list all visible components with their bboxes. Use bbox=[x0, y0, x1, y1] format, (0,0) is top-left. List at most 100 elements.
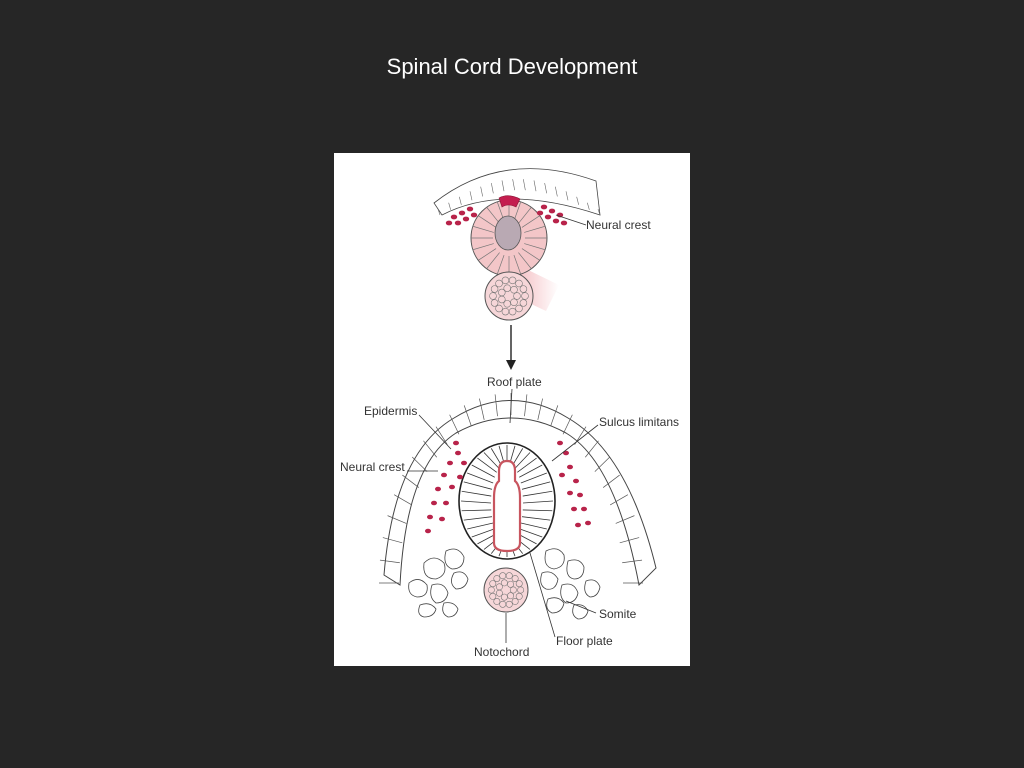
label-neural-crest-bottom: Neural crest bbox=[340, 460, 405, 474]
epidermis-cell-line bbox=[469, 191, 473, 201]
epidermis-cell-line bbox=[379, 559, 400, 564]
crest-cell bbox=[455, 450, 461, 456]
tube-wall-cell bbox=[517, 457, 537, 473]
crest-cell bbox=[544, 214, 552, 220]
label-neural-crest-top: Neural crest bbox=[586, 218, 651, 232]
epidermis-cell-line bbox=[609, 494, 629, 506]
epidermis-cell-line bbox=[479, 398, 485, 420]
tube-wall-cell bbox=[471, 528, 495, 538]
notochord-cells-top bbox=[489, 276, 529, 316]
tube-cell-line bbox=[518, 252, 532, 269]
crest-cell bbox=[457, 474, 463, 480]
tube-cell-line bbox=[524, 243, 546, 251]
notochord-cell bbox=[487, 586, 495, 594]
crest-cell bbox=[447, 460, 453, 466]
epidermis-cell-line bbox=[524, 394, 528, 417]
epidermis-cell-line bbox=[437, 208, 441, 216]
epidermis-cell-line bbox=[393, 494, 413, 506]
crest-cell bbox=[567, 490, 573, 496]
tube-wall-cell bbox=[520, 472, 547, 484]
tube-cell-line bbox=[486, 252, 500, 269]
tube-cell-line bbox=[513, 201, 522, 221]
crest-cell bbox=[454, 220, 462, 226]
epidermis-cell-line bbox=[550, 405, 559, 427]
tube-cell-line bbox=[486, 207, 500, 224]
crest-cell bbox=[557, 440, 563, 446]
tube-cell-line bbox=[521, 215, 540, 228]
leader-lines bbox=[407, 214, 599, 643]
notochord-cell bbox=[513, 292, 521, 300]
tube-cell-line bbox=[513, 255, 522, 275]
notochord-cell bbox=[515, 279, 523, 288]
epidermis-cell-line bbox=[423, 440, 438, 458]
epidermis-cell-line bbox=[533, 180, 537, 192]
epidermis-cell-line bbox=[448, 202, 451, 210]
crest-cell bbox=[427, 514, 433, 520]
crest-cell bbox=[441, 472, 447, 478]
crest-cell bbox=[573, 478, 579, 484]
tube-wall-cell bbox=[471, 464, 495, 478]
crest-cell bbox=[431, 500, 437, 506]
notochord-cell bbox=[510, 286, 518, 294]
tube-wall-cell bbox=[461, 490, 492, 497]
crest-cell bbox=[449, 484, 455, 490]
notochord-top bbox=[484, 271, 534, 321]
epidermis-cell-line bbox=[584, 440, 599, 458]
tube-wall-cell bbox=[522, 509, 553, 512]
crest-cell bbox=[466, 206, 474, 212]
tube-wall-cell bbox=[463, 516, 493, 521]
epidermis-cell-line bbox=[387, 515, 407, 524]
tube-wall-cell bbox=[461, 509, 492, 512]
notochord-cell bbox=[495, 304, 503, 313]
notochord-cell bbox=[503, 300, 511, 308]
crest-cell bbox=[435, 486, 441, 492]
crest-cell bbox=[425, 528, 431, 534]
epidermis-cell-line bbox=[619, 537, 640, 544]
crest-cell bbox=[585, 520, 591, 526]
notochord-cell bbox=[493, 575, 501, 582]
tube-cell-line bbox=[472, 243, 494, 251]
tube-cell-line bbox=[496, 255, 505, 275]
epidermis-cell-line bbox=[480, 186, 483, 197]
crest-cell bbox=[462, 216, 470, 222]
tube-wall-cell bbox=[463, 481, 493, 490]
tube-wall-cell bbox=[521, 516, 551, 521]
lower-epidermis bbox=[379, 393, 657, 587]
tube-cell-line bbox=[518, 207, 532, 224]
crest-cell bbox=[443, 500, 449, 506]
notochord-cell bbox=[509, 586, 517, 594]
epidermis-cell-line bbox=[562, 414, 573, 435]
tube-wall-cell bbox=[490, 448, 502, 466]
epidermis-cell-line bbox=[501, 180, 505, 192]
diagram-panel: Neural crest Roof plate Epidermis Sulcus… bbox=[334, 153, 690, 666]
neural-tube-top bbox=[470, 195, 548, 277]
notochord-cell bbox=[498, 288, 506, 297]
tube-wall-cell bbox=[467, 472, 494, 484]
notochord-cell bbox=[511, 575, 519, 582]
epidermis-cell-line bbox=[459, 196, 462, 205]
epidermis-cell-line bbox=[491, 182, 494, 194]
spinal-cord-diagram: Neural crest Roof plate Epidermis Sulcus… bbox=[340, 168, 679, 659]
epidermis-cell-line bbox=[449, 414, 460, 435]
tube-wall-cell bbox=[521, 481, 551, 490]
epidermis-cell-line bbox=[565, 191, 569, 201]
crest-cell bbox=[552, 218, 560, 224]
tube-cell-line bbox=[472, 225, 494, 233]
notochord-cell bbox=[499, 600, 507, 608]
notochord-cell bbox=[495, 583, 503, 591]
notochord-cell bbox=[508, 276, 517, 285]
somite-right bbox=[540, 548, 601, 620]
crest-cell bbox=[445, 220, 453, 226]
crest-cell bbox=[571, 506, 577, 512]
tube-wall-cell bbox=[519, 528, 543, 538]
crest-cell bbox=[548, 208, 556, 214]
crest-cell bbox=[450, 214, 458, 220]
notochord-cell bbox=[519, 285, 528, 293]
epidermis-cell-line bbox=[597, 208, 601, 216]
tube-wall-cell bbox=[519, 464, 543, 478]
notochord-cell bbox=[493, 598, 501, 605]
crest-cell bbox=[439, 516, 445, 522]
tube-wall-cell bbox=[467, 522, 494, 530]
tube-cell-line bbox=[524, 225, 546, 233]
central-canal bbox=[492, 459, 522, 553]
